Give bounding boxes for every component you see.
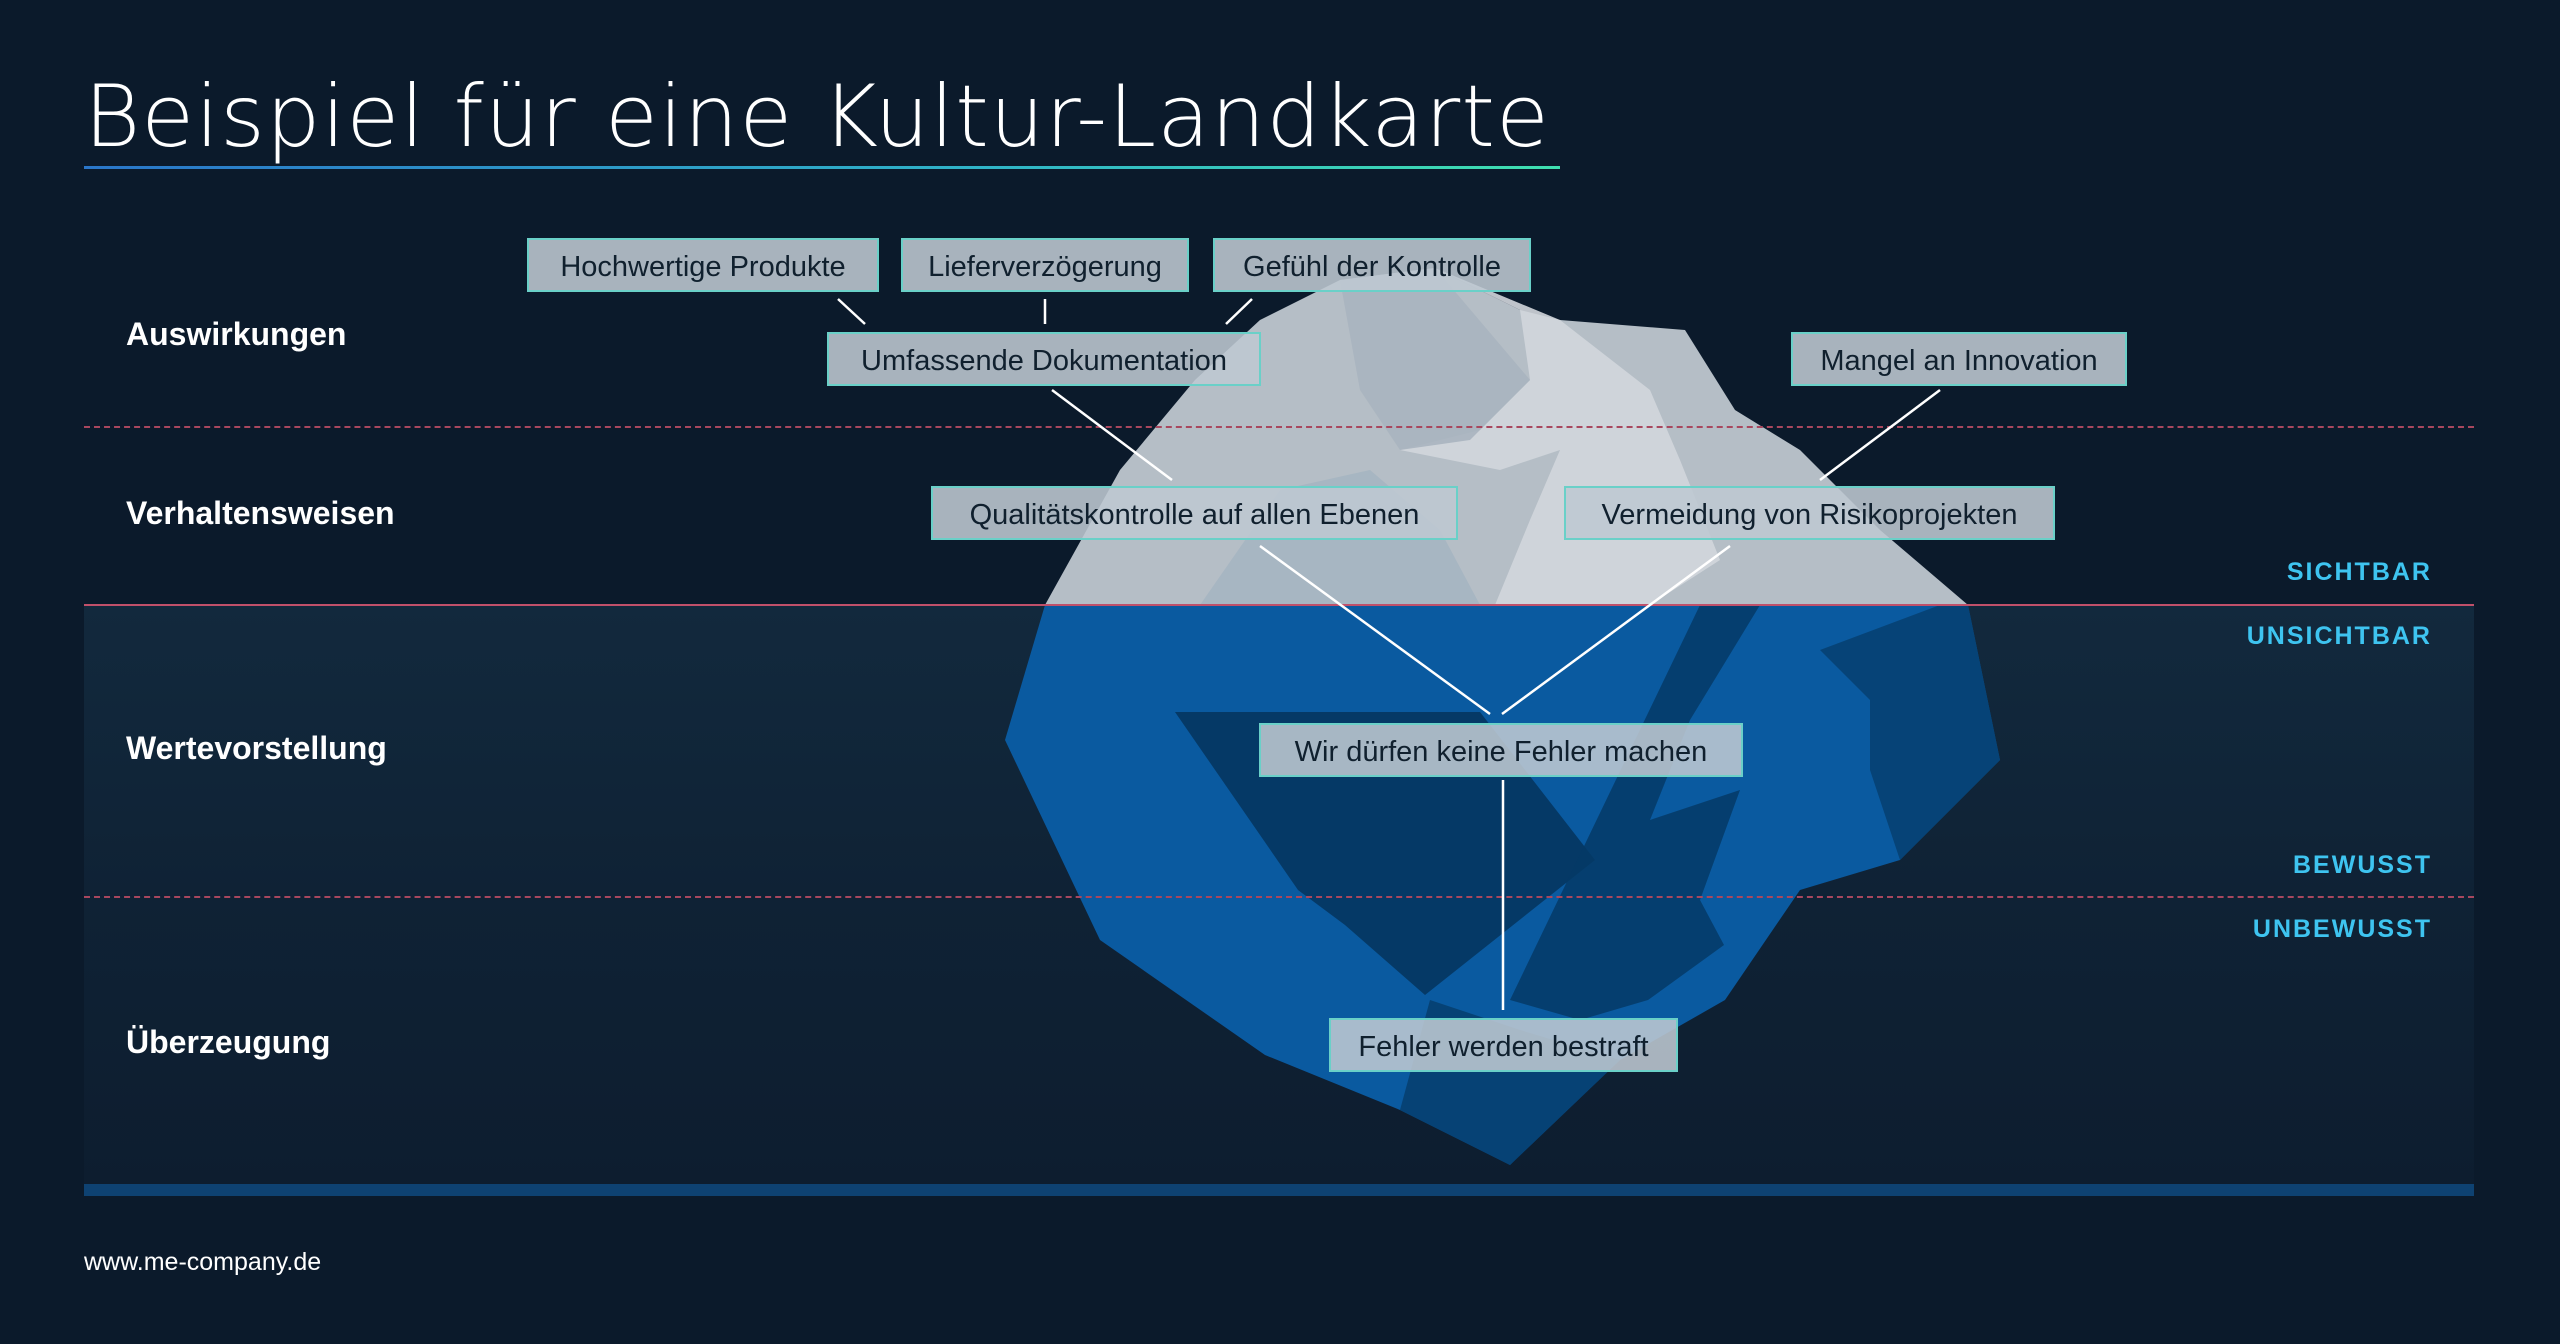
connector-produkte-doku bbox=[837, 298, 866, 325]
layer-label-wertevorstellung: Wertevorstellung bbox=[126, 730, 387, 766]
page-title: Beispiel für eine Kultur-Landkarte bbox=[84, 67, 1550, 167]
connector-vermeidung-werte bbox=[1501, 544, 1731, 716]
bottom-bar bbox=[84, 1184, 2474, 1196]
iceberg-shadow-far bbox=[1820, 605, 2000, 860]
box-umfassende-dokumentation: Umfassende Dokumentation bbox=[827, 332, 1261, 386]
box-hochwertige-produkte: Hochwertige Produkte bbox=[527, 238, 879, 292]
box-qualitaetskontrolle: Qualitätskontrolle auf allen Ebenen bbox=[931, 486, 1458, 540]
side-label-bewusst: BEWUSST bbox=[2293, 851, 2432, 879]
box-vermeidung-risikoprojekte: Vermeidung von Risikoprojekten bbox=[1564, 486, 2055, 540]
box-gefuehl-kontrolle: Gefühl der Kontrolle bbox=[1213, 238, 1531, 292]
iceberg-shadow-right bbox=[1510, 605, 1760, 1020]
side-label-unsichtbar: UNSICHTBAR bbox=[2246, 622, 2432, 650]
side-label-sichtbar: SICHTBAR bbox=[2286, 558, 2432, 586]
layer-label-ueberzeugung: Überzeugung bbox=[126, 1024, 331, 1060]
side-label-unbewusst: UNBEWUSST bbox=[2252, 915, 2432, 943]
title-underline bbox=[84, 166, 1560, 169]
divider-bewusst-unbewusst bbox=[84, 896, 2474, 898]
box-keine-fehler: Wir dürfen keine Fehler machen bbox=[1259, 723, 1743, 777]
waterline bbox=[84, 604, 2474, 606]
box-fehler-bestraft: Fehler werden bestraft bbox=[1329, 1018, 1678, 1072]
box-mangel-innovation: Mangel an Innovation bbox=[1791, 332, 2127, 386]
connector-qualitaet-werte bbox=[1259, 544, 1491, 716]
iceberg-above-dark bbox=[1340, 268, 1530, 450]
divider-auswirkungen-verhalten bbox=[84, 426, 2474, 428]
box-lieferverzoegerung: Lieferverzögerung bbox=[901, 238, 1189, 292]
layer-label-verhaltensweisen: Verhaltensweisen bbox=[126, 495, 395, 531]
connector-innovation-vermeidung bbox=[1819, 389, 1941, 481]
connector-doku-qualitaet bbox=[1051, 389, 1173, 481]
connector-kontrolle-doku bbox=[1225, 298, 1253, 325]
footer-url[interactable]: www.me-company.de bbox=[84, 1248, 322, 1276]
iceberg-shadow-left bbox=[1175, 712, 1595, 995]
layer-label-auswirkungen: Auswirkungen bbox=[126, 316, 347, 352]
